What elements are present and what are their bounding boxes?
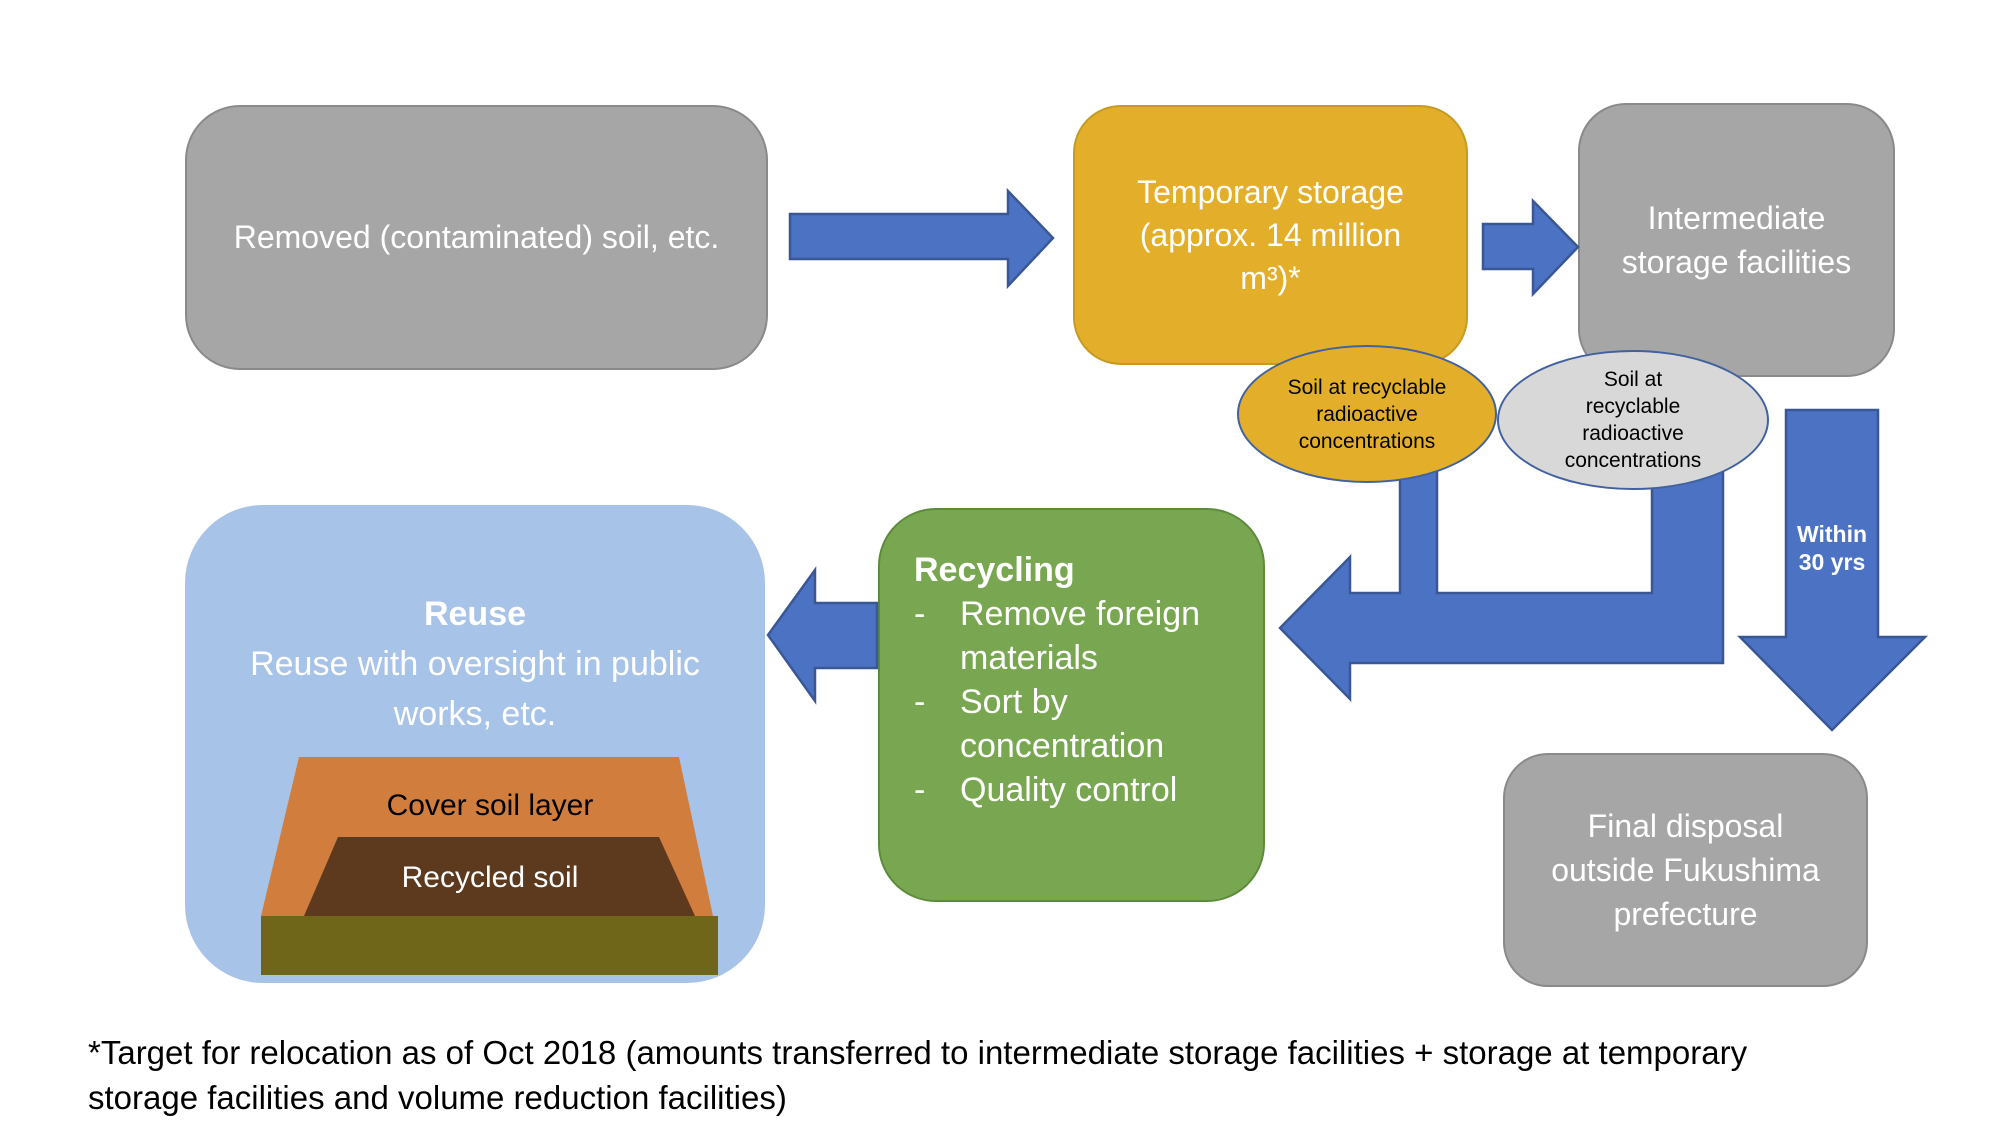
temporary-storage-line2: (approx. 14 million [1139, 216, 1402, 253]
final-disposal-box: Final disposal outside Fukushima prefect… [1503, 753, 1868, 987]
recycling-bullet-text: Sort by concentration [960, 683, 1165, 765]
bullet-dash: - [914, 595, 926, 633]
bullet-dash: - [914, 771, 926, 809]
ellipse-gray-line2: recyclable [1585, 395, 1681, 418]
temporary-storage-line3: m³)* [1240, 259, 1301, 296]
ellipse-gray-line3: radioactive [1582, 422, 1684, 445]
cover-soil-label: Cover soil layer [386, 789, 594, 822]
removed-soil-label: Removed (contaminated) soil, etc. [233, 219, 720, 255]
reuse-title: Reuse [423, 595, 527, 633]
recycling-bullet: - Remove foreign materials [914, 592, 1243, 680]
footnote-line2: storage facilities and volume reduction … [88, 1079, 787, 1116]
reuse-line2: works, etc. [393, 695, 557, 733]
final-disposal-line2: outside Fukushima [1551, 852, 1820, 888]
reuse-line1: Reuse with oversight in public [250, 645, 700, 683]
soil-recyclable-ellipse-yellow: Soil at recyclable radioactive concentra… [1237, 345, 1497, 483]
final-disposal-line1: Final disposal [1587, 808, 1784, 844]
recycling-bullet-text: Quality control [960, 771, 1178, 809]
ground-base [261, 916, 718, 975]
temporary-storage-line1: Temporary storage [1137, 173, 1404, 210]
arrow-recycling-to-reuse [766, 566, 879, 705]
final-disposal-line3: prefecture [1613, 896, 1758, 932]
arrow-temporary-to-intermediate [1481, 197, 1580, 298]
ellipse-gray-line1: Soil at [1603, 368, 1663, 391]
soil-mound-graphic [261, 757, 718, 975]
within-30yrs-line2: 30 yrs [1798, 549, 1866, 575]
recycling-bullet-list: - Remove foreign materials - Sort by con… [914, 592, 1243, 812]
bullet-dash: - [914, 683, 926, 721]
footnote: *Target for relocation as of Oct 2018 (a… [88, 1030, 1968, 1120]
within-30yrs-label: Within 30 yrs [1786, 520, 1878, 576]
recycling-content: Recycling - Remove foreign materials - S… [880, 510, 1263, 812]
removed-soil-box: Removed (contaminated) soil, etc. [185, 105, 768, 370]
recycling-box: Recycling - Remove foreign materials - S… [878, 508, 1265, 902]
temporary-storage-box: Temporary storage (approx. 14 million m³… [1073, 105, 1468, 365]
ellipse-gray-line4: concentrations [1564, 449, 1702, 472]
recycling-bullet: - Quality control [914, 768, 1243, 812]
recycling-title: Recycling [914, 551, 1075, 589]
reuse-text: Reuse Reuse with oversight in public wor… [185, 589, 765, 739]
arrow-junction-to-recycling [1278, 453, 1725, 703]
recycling-bullet: - Sort by concentration [914, 680, 1243, 768]
recycled-soil-trapezoid [304, 837, 695, 916]
arrow-removed-to-temporary [788, 187, 1055, 290]
soil-recyclable-ellipse-gray: Soil at recyclable radioactive concentra… [1497, 350, 1769, 490]
ellipse-yellow-line3: concentrations [1298, 429, 1436, 453]
arrow-within-30yrs [1737, 408, 1929, 732]
intermediate-storage-line1: Intermediate [1647, 200, 1826, 236]
intermediate-storage-line2: storage facilities [1621, 244, 1852, 280]
recycling-bullet-text: Remove foreign materials [960, 595, 1201, 677]
footnote-line1: *Target for relocation as of Oct 2018 (a… [88, 1034, 1748, 1071]
ellipse-yellow-line2: radioactive [1316, 402, 1418, 426]
ellipse-yellow-line1: Soil at recyclable [1287, 375, 1447, 399]
recycled-soil-label: Recycled soil [401, 861, 579, 894]
within-30yrs-line1: Within [1796, 521, 1868, 547]
